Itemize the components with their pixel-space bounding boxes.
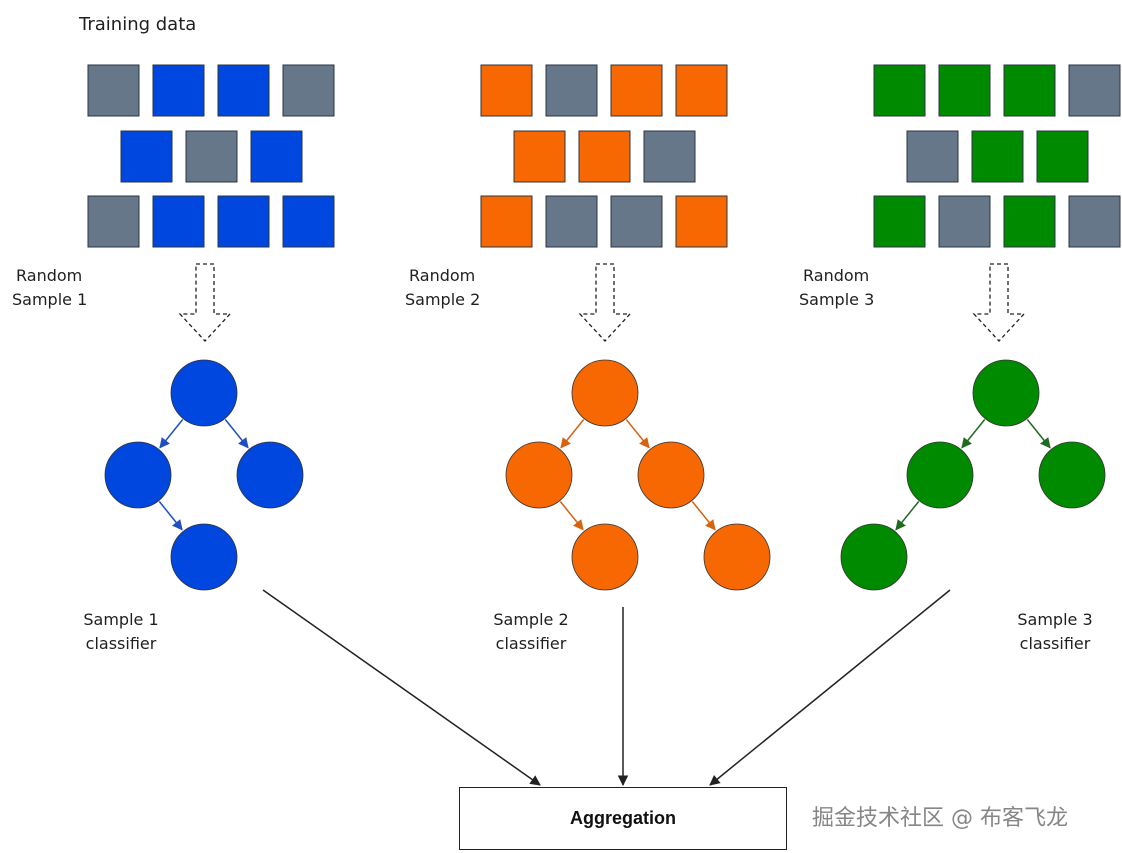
block-green-r1-c3	[1003, 64, 1056, 117]
random-sample-1-label-line1: Random	[16, 266, 83, 285]
random-sample-3-label-line2: Sample 3	[799, 290, 875, 309]
random-sample-2-label-line2: Sample 2	[405, 290, 481, 309]
tree-orange-edge-right-rr	[691, 501, 716, 531]
training-data-title: Training data	[79, 14, 197, 35]
sample-2-classifier-label-line2: classifier	[495, 634, 567, 653]
block-blue-r3-c2	[152, 195, 205, 248]
tree-orange-node-left	[505, 441, 573, 509]
tree-blue-node-right	[236, 441, 304, 509]
sample-1-classifier-label-line2: classifier	[85, 634, 157, 653]
aggregation-arrow-1	[262, 589, 541, 786]
block-orange-r1-c4	[675, 64, 728, 117]
block-green-r1-c2	[938, 64, 991, 117]
tree-orange-edge-root-left	[560, 419, 585, 449]
block-green-r2-c3	[1036, 130, 1089, 183]
block-blue-r2-c3	[250, 130, 303, 183]
block-orange-r3-c3	[610, 195, 663, 248]
tree-orange-node-root	[571, 359, 639, 427]
block-blue-r3-c3	[217, 195, 270, 248]
sample-3-classifier-label-line1: Sample 3	[1017, 610, 1093, 629]
block-blue-r3-c1	[87, 195, 140, 248]
block-green-r3-c2	[938, 195, 991, 248]
aggregation-arrow-3	[709, 589, 951, 786]
tree-green-node-left	[906, 441, 974, 509]
block-orange-r1-c1	[480, 64, 533, 117]
tree-blue-node-left	[104, 441, 172, 509]
block-orange-r2-c1	[513, 130, 566, 183]
block-green-r3-c1	[873, 195, 926, 248]
block-blue-r1-c3	[217, 64, 270, 117]
block-green-r1-c1	[873, 64, 926, 117]
watermark-text: 掘金技术社区 @ 布客飞龙	[812, 806, 1068, 831]
random-sample-1-label-line2: Sample 1	[12, 290, 88, 309]
block-orange-r2-c3	[643, 130, 696, 183]
block-green-r2-c2	[971, 130, 1024, 183]
tree-orange-node-ll	[571, 523, 639, 591]
tree-blue-edge-left-ll	[158, 501, 183, 531]
block-green-r2-c1	[906, 130, 959, 183]
block-orange-r3-c2	[545, 195, 598, 248]
sample-3-classifier-label-line2: classifier	[1019, 634, 1091, 653]
block-orange-r2-c2	[578, 130, 631, 183]
random-sample-3-label-line1: Random	[803, 266, 870, 285]
tree-blue-node-root	[170, 359, 238, 427]
sample-arrow-2	[578, 263, 632, 342]
sample-arrow-1	[178, 263, 232, 342]
aggregation-label: Aggregation	[570, 808, 676, 828]
tree-blue-edge-root-left	[159, 419, 184, 449]
tree-green-edge-left-ll	[895, 501, 920, 531]
aggregation-box: Aggregation	[459, 787, 787, 850]
block-orange-r3-c4	[675, 195, 728, 248]
block-orange-r3-c1	[480, 195, 533, 248]
sample-2-classifier-label-line1: Sample 2	[493, 610, 569, 629]
sample-1-classifier-label-line1: Sample 1	[83, 610, 159, 629]
tree-orange-node-rr	[703, 523, 771, 591]
random-sample-2-label-line1: Random	[409, 266, 476, 285]
block-blue-r1-c1	[87, 64, 140, 117]
sample-arrow-3	[972, 263, 1026, 342]
tree-green-edge-root-right	[1026, 419, 1051, 449]
tree-orange-edge-root-right	[625, 419, 650, 449]
block-blue-r2-c1	[120, 130, 173, 183]
block-blue-r1-c4	[282, 64, 335, 117]
block-blue-r2-c2	[185, 130, 238, 183]
block-green-r1-c4	[1068, 64, 1121, 117]
block-green-r3-c4	[1068, 195, 1121, 248]
block-orange-r1-c3	[610, 64, 663, 117]
block-blue-r3-c4	[282, 195, 335, 248]
tree-green-node-root	[972, 359, 1040, 427]
tree-green-node-ll	[840, 523, 908, 591]
tree-orange-edge-left-ll	[559, 501, 584, 531]
tree-blue-node-ll	[170, 523, 238, 591]
block-green-r3-c3	[1003, 195, 1056, 248]
tree-green-node-right	[1038, 441, 1106, 509]
tree-orange-node-right	[637, 441, 705, 509]
block-orange-r1-c2	[545, 64, 598, 117]
tree-blue-edge-root-right	[224, 419, 249, 449]
tree-green-edge-root-left	[961, 419, 986, 449]
block-blue-r1-c2	[152, 64, 205, 117]
